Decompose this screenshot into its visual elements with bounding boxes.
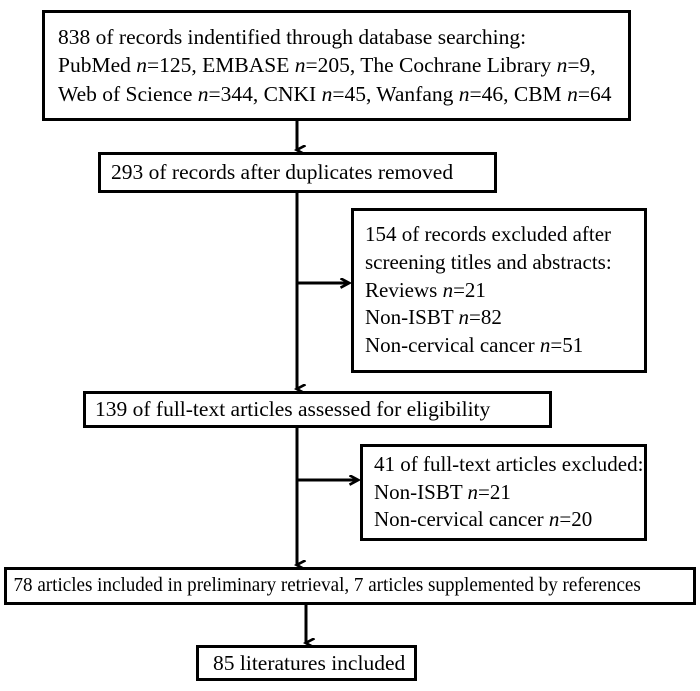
text-fragment: Web of Science	[58, 81, 198, 106]
records-identified-line-1: 838 of records indentified through datab…	[58, 24, 527, 49]
preliminary-text: 78 articles included in preliminary retr…	[13, 574, 641, 597]
n-variable: n	[567, 81, 578, 106]
n-variable: n	[539, 333, 551, 358]
reason-label: Non-cervical cancer	[365, 333, 540, 358]
excluded-fulltext-reason-2: Non-cervical cancer n=20	[363, 506, 644, 534]
n-variable: n	[548, 507, 560, 532]
box-records-excluded-screening: 154 of records excluded after screening …	[351, 208, 647, 373]
n-variable: n	[458, 81, 470, 106]
eligibility-text: 139 of full-text articles assessed for e…	[95, 397, 491, 422]
box-articles-included-preliminary-retrieval: 78 articles included in preliminary retr…	[4, 567, 696, 605]
reason-label: Non-ISBT	[374, 479, 463, 504]
text-fragment: =205, The Cochrane Library	[305, 53, 557, 78]
excluded-screening-reason-1: Reviews n=21	[354, 277, 644, 305]
reason-label: Non-ISBT	[365, 305, 454, 330]
excluded-screening-reason-2: Non-ISBT n=82	[354, 304, 644, 332]
excluded-screening-line-1: 154 of records excluded after	[365, 221, 612, 246]
text-fragment: =9,	[567, 53, 596, 78]
n-variable: n	[294, 53, 306, 78]
box-full-text-assessed-for-eligibility: 139 of full-text articles assessed for e…	[83, 391, 552, 428]
text-fragment: PubMed	[58, 53, 137, 78]
records-identified-line-3: Web of Science n=344, CNKI n=45, Wanfang…	[45, 80, 628, 109]
excluded-screening-line-2: screening titles and abstracts:	[365, 249, 612, 274]
n-variable: n	[556, 53, 568, 78]
reason-value: =51	[550, 333, 584, 358]
excluded-fulltext-reason-1: Non-ISBT n=21	[363, 479, 644, 507]
n-variable: n	[458, 305, 470, 330]
n-variable: n	[467, 479, 479, 504]
text-fragment: =45, Wanfang	[332, 81, 459, 106]
box-records-after-duplicates-removed: 293 of records after duplicates removed	[98, 152, 497, 193]
text-fragment: =64	[577, 81, 612, 106]
text-fragment: =125, EMBASE	[147, 53, 295, 78]
text-fragment: =46, CBM	[469, 81, 568, 106]
reason-label: Reviews	[365, 277, 438, 302]
duplicates-removed-text: 293 of records after duplicates removed	[111, 160, 454, 185]
n-variable: n	[321, 81, 333, 106]
n-variable: n	[136, 53, 147, 78]
records-identified-line-2: PubMed n=125, EMBASE n=205, The Cochrane…	[45, 51, 628, 80]
reason-value: =21	[478, 479, 511, 504]
included-text: 85 literatures included	[213, 650, 406, 675]
reason-label: Non-cervical cancer	[374, 507, 544, 532]
reason-value: =21	[453, 277, 486, 302]
reason-value: =20	[559, 507, 593, 532]
text-fragment: =344, CNKI	[208, 81, 322, 106]
box-records-identified: 838 of records indentified through datab…	[42, 10, 631, 121]
excluded-screening-reason-3: Non-cervical cancer n=51	[354, 332, 644, 360]
n-variable: n	[442, 277, 454, 302]
reason-value: =82	[469, 305, 502, 330]
box-full-text-articles-excluded: 41 of full-text articles excluded: Non-I…	[360, 444, 647, 541]
box-literatures-included: 85 literatures included	[196, 645, 417, 681]
excluded-fulltext-line-1: 41 of full-text articles excluded:	[374, 451, 644, 476]
n-variable: n	[197, 81, 209, 106]
